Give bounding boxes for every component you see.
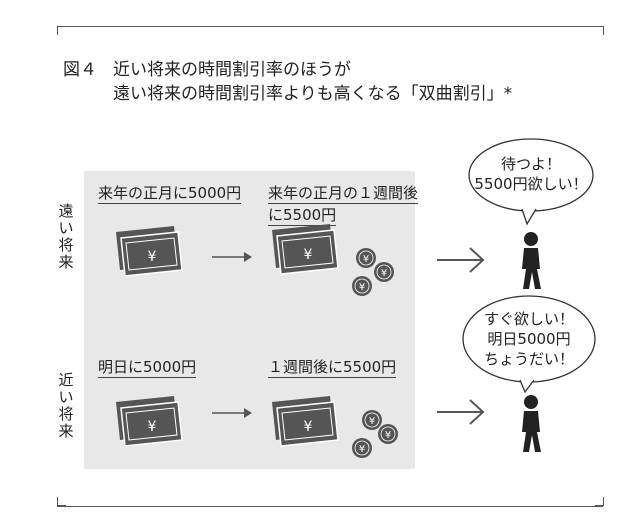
speech-line: 明日5000円: [487, 330, 571, 348]
speech-line: 5500円欲しい！: [474, 175, 588, 193]
title-line-2: 遠い将来の時間割引率よりも高くなる「双曲割引」*: [113, 84, 513, 104]
open-arrow-icon: [437, 399, 485, 425]
side-label-char: 将: [58, 236, 74, 254]
arrow-icon: [212, 408, 252, 418]
side-label-char: 近: [58, 371, 74, 389]
speech-text-wait: 待つよ！ 5500円欲しい！: [471, 154, 591, 194]
figure-frame: [57, 26, 603, 507]
yen-banknote-icon: [115, 225, 183, 277]
yen-banknote-icon: [271, 395, 339, 447]
title-line-1: 近い将来の時間割引率のほうが: [113, 60, 351, 80]
side-label-char: 遠: [58, 202, 74, 220]
side-label-near-future: 近 い 将 来: [57, 372, 75, 440]
frame-corner-tr: [595, 26, 604, 35]
yen-coin-icon: [351, 437, 373, 459]
frame-corner-br: [595, 497, 604, 506]
yen-coin-icon: [373, 261, 395, 283]
figure-label: 図４: [63, 60, 97, 80]
yen-coin-icon: [355, 247, 377, 269]
yen-coin-icon: [351, 275, 373, 297]
yen-banknote-icon: [271, 223, 339, 275]
side-label-char: い: [58, 388, 74, 406]
arrow-icon: [212, 252, 252, 262]
yen-banknote-icon: [115, 395, 183, 447]
side-label-char: い: [58, 219, 74, 237]
speech-line: 待つよ！: [500, 155, 561, 173]
frame-corner-tl: [57, 26, 66, 35]
frame-corner-bl: [57, 497, 66, 506]
person-icon: [522, 232, 541, 289]
caption-near-5500: １週間後に5500円: [268, 358, 397, 378]
yen-coin-icon: [377, 423, 399, 445]
yen-coin-icon: [361, 409, 383, 431]
side-label-char: 来: [58, 253, 74, 271]
open-arrow-icon: [437, 247, 485, 273]
speech-bubble: [462, 295, 596, 394]
caption-far-5500-line2: に5500円: [268, 206, 337, 226]
speech-line: ちょうだい！: [483, 350, 574, 368]
side-label-far-future: 遠 い 将 来: [57, 203, 75, 271]
person-icon: [522, 395, 541, 452]
side-label-char: 将: [58, 405, 74, 423]
caption-far-5500-line1: 来年の正月の１週間後: [268, 184, 419, 204]
speech-text-now: すぐ欲しい！ 明日5000円 ちょうだい！: [469, 309, 589, 369]
speech-bubble: [468, 138, 594, 226]
speech-line: すぐ欲しい！: [483, 310, 574, 328]
caption-far-5000: 来年の正月に5000円: [98, 184, 242, 204]
side-label-char: 来: [58, 422, 74, 440]
caption-near-5000: 明日に5000円: [98, 358, 197, 378]
